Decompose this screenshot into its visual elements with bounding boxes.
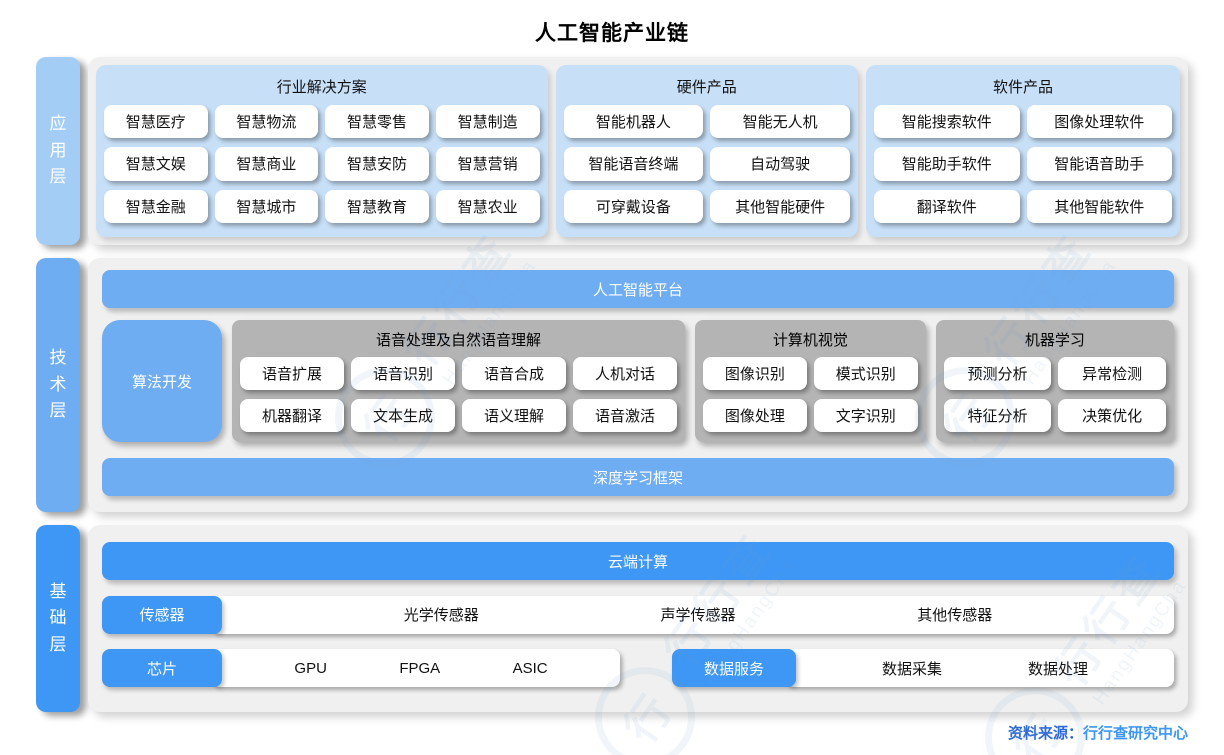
foundation-layer-row: 基础层 云端计算 传感器 光学传感器 声学传感器 其他传感器 芯片 GPU FP…	[36, 525, 1188, 712]
algorithm-development-box: 算法开发	[102, 320, 222, 442]
panel-speech-nlp: 语音处理及自然语音理解 语音扩展 语音识别 语音合成 人机对话 机器翻译 文本生…	[232, 320, 685, 442]
foundation-layer-container: 云端计算 传感器 光学传感器 声学传感器 其他传感器 芯片 GPU FPGA A…	[88, 525, 1188, 712]
industry-item: 智慧教育	[325, 189, 429, 223]
software-item: 智能搜索软件	[874, 105, 1020, 139]
hardware-item: 智能语音终端	[563, 147, 704, 181]
panel-computer-vision: 计算机视觉 图像识别 模式识别 图像处理 文字识别	[695, 320, 926, 442]
panel-software-products: 软件产品 智能搜索软件 图像处理软件 智能助手软件 智能语音助手 翻译软件 其他…	[866, 65, 1180, 237]
software-item: 智能助手软件	[874, 147, 1020, 181]
application-layer-label: 应用层	[49, 114, 67, 187]
chip-item: FPGA	[399, 659, 441, 677]
speech-item: 人机对话	[573, 357, 677, 390]
data-service-item: 数据处理	[1027, 660, 1088, 678]
source-prefix: 资料来源：	[1007, 725, 1083, 742]
panel-hardware-products: 硬件产品 智能机器人 智能无人机 智能语音终端 自动驾驶 可穿戴设备 其他智能硬…	[555, 65, 859, 237]
speech-item: 语义理解	[462, 399, 566, 432]
technology-layer-tab: 技术层	[36, 258, 80, 512]
software-item: 图像处理软件	[1026, 105, 1172, 139]
sensor-item: 其他传感器	[917, 607, 993, 624]
industry-item: 智慧金融	[104, 189, 208, 223]
sensor-items-bar: 光学传感器 声学传感器 其他传感器	[212, 595, 1174, 634]
sensor-item: 声学传感器	[660, 607, 736, 624]
sensor-item: 光学传感器	[403, 607, 479, 624]
speech-item: 语音合成	[462, 357, 566, 390]
vision-item: 模式识别	[813, 357, 918, 390]
speech-item: 语音扩展	[240, 357, 344, 390]
page-title: 人工智能产业链	[535, 22, 689, 45]
technology-layer-container: 人工智能平台 算法开发 语音处理及自然语音理解 语音扩展 语音识别 语音合成 人…	[88, 258, 1188, 512]
foundation-layer-label: 基础层	[49, 581, 67, 654]
data-service-label: 数据服务	[672, 649, 796, 687]
panel-title: 语音处理及自然语音理解	[375, 332, 541, 349]
ml-item: 异常检测	[1058, 357, 1166, 390]
hardware-item: 智能无人机	[710, 105, 851, 139]
technology-layer-row: 技术层 人工智能平台 算法开发 语音处理及自然语音理解 语音扩展 语音识别 语音…	[36, 258, 1188, 512]
industry-item: 智慧商业	[214, 147, 319, 181]
hardware-item: 可穿戴设备	[563, 189, 704, 223]
industry-item: 智慧城市	[214, 189, 319, 223]
machine-learning-grid: 预测分析 异常检测 特征分析 决策优化	[943, 357, 1166, 432]
industry-item: 智慧安防	[325, 147, 429, 181]
data-service-items-bar: 数据采集 数据处理	[786, 649, 1174, 687]
industry-item: 智慧医疗	[104, 105, 208, 139]
vision-item: 图像识别	[703, 357, 807, 390]
chip-and-data-row: 芯片 GPU FPGA ASIC 数据服务 数据采集 数据处理	[102, 649, 1174, 687]
software-item: 翻译软件	[874, 189, 1020, 223]
industry-item: 智慧物流	[214, 105, 319, 139]
chip-items-bar: GPU FPGA ASIC	[212, 649, 620, 687]
speech-item: 文本生成	[351, 399, 455, 432]
hardware-item: 自动驾驶	[710, 147, 851, 181]
panel-title: 硬件产品	[676, 79, 737, 96]
panel-title: 行业解决方案	[276, 79, 367, 96]
panel-title: 计算机视觉	[772, 332, 848, 349]
industry-solutions-grid: 智慧医疗 智慧物流 智慧零售 智慧制造 智慧文娱 智慧商业 智慧安防 智慧营销 …	[104, 105, 540, 223]
technology-layer-label: 技术层	[49, 348, 67, 421]
vision-item: 图像处理	[703, 399, 807, 432]
speech-item: 语音识别	[351, 357, 455, 390]
ai-platform-bar: 人工智能平台	[102, 270, 1174, 308]
source-attribution: 资料来源：行行查研究中心	[1008, 722, 1188, 743]
sensor-row: 传感器 光学传感器 声学传感器 其他传感器	[102, 595, 1174, 634]
panel-machine-learning: 机器学习 预测分析 异常检测 特征分析 决策优化	[935, 320, 1174, 442]
software-products-grid: 智能搜索软件 图像处理软件 智能助手软件 智能语音助手 翻译软件 其他智能软件	[874, 105, 1172, 223]
speech-nlp-grid: 语音扩展 语音识别 语音合成 人机对话 机器翻译 文本生成 语义理解 语音激活	[240, 357, 677, 432]
ml-item: 特征分析	[943, 399, 1052, 432]
speech-item: 机器翻译	[240, 399, 344, 432]
application-layer-tab: 应用层	[36, 57, 80, 245]
hardware-item: 其他智能硬件	[710, 189, 851, 223]
industry-item: 智慧制造	[435, 105, 540, 139]
panel-industry-solutions: 行业解决方案 智慧医疗 智慧物流 智慧零售 智慧制造 智慧文娱 智慧商业 智慧安…	[96, 65, 548, 237]
industry-item: 智慧文娱	[104, 147, 208, 181]
panel-title: 机器学习	[1024, 332, 1085, 349]
hardware-item: 智能机器人	[563, 105, 704, 139]
ml-item: 预测分析	[943, 357, 1052, 390]
deep-learning-framework-bar: 深度学习框架	[102, 458, 1174, 496]
industry-item: 智慧农业	[435, 189, 540, 223]
vision-item: 文字识别	[813, 399, 918, 432]
chip-item: GPU	[294, 659, 327, 677]
chip-label: 芯片	[102, 649, 222, 687]
ml-item: 决策优化	[1058, 399, 1166, 432]
data-service-item: 数据采集	[881, 660, 942, 678]
industry-item: 智慧零售	[325, 105, 429, 139]
industry-item: 智慧营销	[435, 147, 540, 181]
cloud-computing-bar: 云端计算	[102, 542, 1174, 580]
hardware-products-grid: 智能机器人 智能无人机 智能语音终端 自动驾驶 可穿戴设备 其他智能硬件	[563, 105, 851, 223]
software-item: 其他智能软件	[1026, 189, 1172, 223]
speech-item: 语音激活	[573, 399, 677, 432]
application-layer-container: 行业解决方案 智慧医疗 智慧物流 智慧零售 智慧制造 智慧文娱 智慧商业 智慧安…	[88, 57, 1188, 245]
panel-title: 软件产品	[993, 79, 1054, 96]
application-layer-row: 应用层 行业解决方案 智慧医疗 智慧物流 智慧零售 智慧制造 智慧文娱 智慧商业…	[36, 57, 1188, 245]
source-organization: 行行查研究中心	[1082, 725, 1188, 742]
foundation-layer-tab: 基础层	[36, 525, 80, 712]
computer-vision-grid: 图像识别 模式识别 图像处理 文字识别	[703, 357, 918, 432]
technology-middle-section: 算法开发 语音处理及自然语音理解 语音扩展 语音识别 语音合成 人机对话 机器翻…	[102, 320, 1174, 442]
sensor-label: 传感器	[102, 595, 222, 634]
software-item: 智能语音助手	[1026, 147, 1172, 181]
chip-item: ASIC	[512, 659, 548, 677]
